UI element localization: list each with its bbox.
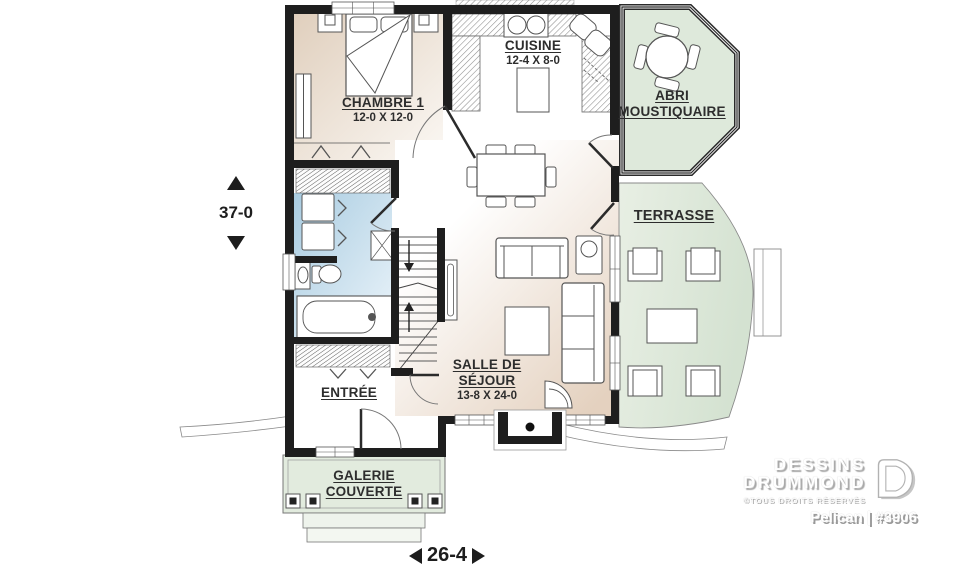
room-name: SALLE DE SÉJOUR (452, 357, 522, 388)
screened-porch (619, 3, 740, 176)
room-label-entree: ENTRÉE (321, 385, 377, 401)
toilet-bowl (318, 264, 342, 284)
arrow-left-icon (408, 547, 422, 564)
drummond-logo-icon (877, 459, 916, 500)
room-label-abri: ABRI MOUSTIQUAIRE (613, 88, 731, 120)
room-label-terrasse: TERRASSE (634, 208, 715, 225)
closet-door-chevrons (311, 144, 371, 159)
porch-door (588, 134, 614, 169)
stair-treads (399, 236, 437, 362)
front-door (359, 408, 402, 450)
brand-rights: ©TOUS DROITS RÉSERVÉS (743, 495, 866, 505)
chimney-flue (525, 422, 535, 432)
depth-value: 37-0 (218, 203, 254, 222)
dimension-width: 26-4 (408, 544, 486, 567)
dryer (301, 222, 335, 251)
washer (301, 193, 335, 222)
terrace-side-step (753, 248, 782, 337)
room-name: TERRASSE (633, 208, 715, 224)
entry-closet (295, 344, 391, 368)
room-name: CHAMBRE 1 (341, 95, 425, 110)
porch-step-2 (306, 527, 422, 543)
arrow-up-icon (404, 302, 414, 311)
brand-name-line2: DRUMMOND (743, 473, 866, 493)
arrow-right-icon (472, 547, 486, 564)
windows (282, 1, 621, 458)
arrow-down-icon (404, 263, 414, 272)
plan-reference: Pelican | #3906 (810, 508, 917, 526)
entry-inner-door (409, 373, 439, 405)
bedroom-furniture (294, 10, 439, 159)
room-label-cuisine: CUISINE 12-4 X 8-0 (505, 38, 561, 67)
porch-posts (285, 493, 443, 509)
counter-left (451, 35, 481, 112)
dimension-depth: 37-0 (219, 176, 253, 250)
hall-closet (295, 168, 391, 194)
brand-block: DESSINS DRUMMOND ©TOUS DROITS RÉSERVÉS P… (743, 455, 917, 526)
blanket-fold (346, 13, 412, 94)
porch-step-1 (302, 512, 426, 529)
room-label-sejour: SALLE DE SÉJOUR 13-8 X 24-0 (443, 357, 531, 402)
coffee-table (504, 306, 550, 356)
room-size: 12-0 X 12-0 (352, 111, 414, 124)
pillow (349, 16, 378, 33)
room-name: GALERIE COUVERTE (325, 468, 403, 499)
bedroom-window (331, 1, 395, 15)
room-name: ENTRÉE (321, 385, 377, 400)
fireplace (493, 409, 567, 451)
bathroom-window (282, 253, 296, 291)
closets (295, 168, 391, 379)
living-side-window (609, 235, 621, 303)
tub-chair (544, 380, 573, 409)
laundry (301, 193, 347, 251)
terrace-door (590, 202, 615, 236)
terrace-furniture (627, 247, 721, 397)
room-name: ABRI MOUSTIQUAIRE (618, 88, 726, 119)
arrow-up-icon (227, 176, 245, 190)
living-side-window (609, 335, 621, 391)
room-label-chambre: CHAMBRE 1 12-0 X 12-0 (342, 95, 424, 124)
covered-porch (282, 454, 446, 543)
room-name: CUISINE (504, 38, 562, 53)
handrail (443, 259, 458, 321)
brand-name-line1: DESSINS (773, 455, 866, 474)
stair-break-line (398, 282, 438, 290)
walkway (179, 415, 292, 438)
bathroom-door (370, 197, 397, 232)
terrace-coffee-table (646, 308, 698, 344)
rear-deck (455, 0, 575, 6)
room-size: 12-4 X 8-0 (506, 54, 560, 67)
dining-set (466, 144, 557, 208)
bedroom-door (412, 105, 477, 159)
corner-cabinet (583, 57, 611, 83)
sofa (561, 282, 605, 384)
room-label-galerie: GALERIE COUVERTE (311, 468, 417, 500)
terrace-bottom-step (554, 422, 728, 452)
room-size: 13-8 X 24-0 (456, 389, 518, 402)
accent-chair (575, 235, 603, 275)
kitchen-island (516, 67, 550, 113)
doors (359, 105, 615, 450)
arrow-down-icon (227, 236, 245, 250)
kitchen-fixtures (451, 0, 613, 113)
living-bottom-window (560, 414, 606, 426)
porch-table-set (633, 22, 701, 92)
entry-window (315, 446, 355, 458)
width-value: 26-4 (426, 544, 468, 566)
dining-table (476, 153, 546, 197)
living-room-furniture (495, 235, 605, 409)
living-bottom-window (454, 414, 499, 426)
